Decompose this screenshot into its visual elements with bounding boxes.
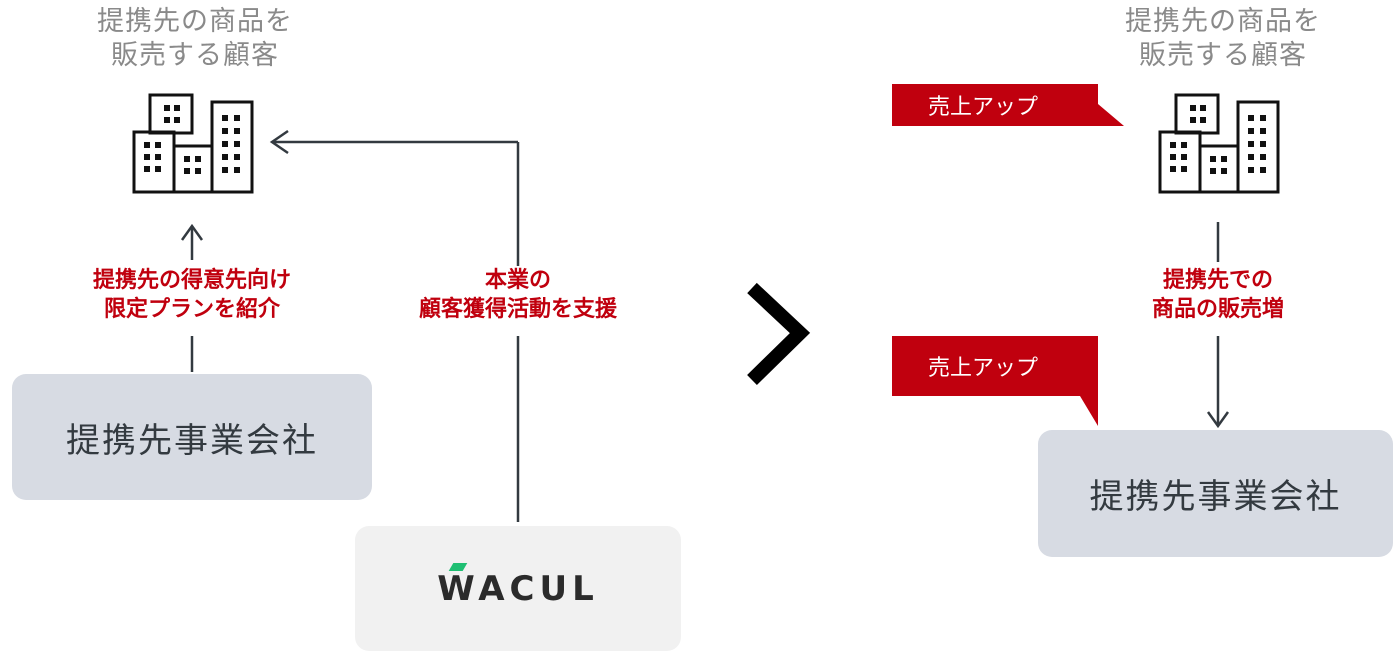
sales-increase-label-line2: 商品の販売増	[1151, 297, 1284, 322]
partner-plan-label-line1: 提携先の得意先向け	[92, 268, 291, 293]
partner-company-label-left: 提携先事業会社	[66, 420, 318, 461]
sales-up-badge-bottom-text: 売上アップ	[928, 356, 1039, 381]
down-arrow	[1206, 222, 1230, 429]
partner-company-box-right: 提携先事業会社	[1038, 430, 1393, 557]
sales-up-badge-top: 売上アップ	[892, 84, 1098, 126]
sales-up-badge-top-shape	[892, 84, 1124, 126]
left-customer-caption-line1: 提携先の商品を	[97, 6, 293, 37]
wacul-logo-text: WACUL	[437, 568, 599, 609]
sales-increase-label: 提携先での 商品の販売増	[1120, 266, 1316, 324]
left-customer-caption: 提携先の商品を 販売する顧客	[70, 5, 320, 73]
wacul-logo-box: WACUL	[355, 526, 681, 651]
partner-plan-label: 提携先の得意先向け 限定プランを紹介	[60, 266, 324, 324]
wacul-logo: WACUL	[437, 562, 599, 609]
partner-company-label-right: 提携先事業会社	[1089, 477, 1342, 517]
right-customer-caption-line1: 提携先の商品を	[1125, 6, 1321, 37]
right-customer-caption: 提携先の商品を 販売する顧客	[1098, 5, 1348, 73]
partner-plan-label-line2: 限定プランを紹介	[103, 297, 280, 322]
building-icon	[132, 93, 254, 194]
wacul-support-label: 本業の 顧客獲得活動を支援	[395, 266, 641, 324]
wacul-arrow	[269, 129, 520, 522]
sales-up-badge-bottom: 売上アップ	[892, 336, 1098, 396]
sales-up-badge-bottom-shape	[892, 336, 1098, 426]
building-icon-right	[1158, 93, 1280, 194]
left-customer-caption-line2: 販売する顧客	[111, 40, 279, 71]
wacul-support-label-line1: 本業の	[484, 268, 551, 293]
building-windows	[144, 105, 240, 174]
sales-increase-label-line1: 提携先での	[1162, 268, 1273, 293]
building-windows-right	[1170, 105, 1266, 174]
right-customer-caption-line2: 販売する顧客	[1139, 40, 1307, 71]
sales-up-badge-top-text: 売上アップ	[928, 95, 1039, 120]
chevron-right-icon	[747, 282, 811, 386]
wacul-support-label-line2: 顧客獲得活動を支援	[418, 297, 617, 322]
partner-company-box-left: 提携先事業会社	[12, 374, 372, 500]
up-arrow	[180, 223, 204, 372]
